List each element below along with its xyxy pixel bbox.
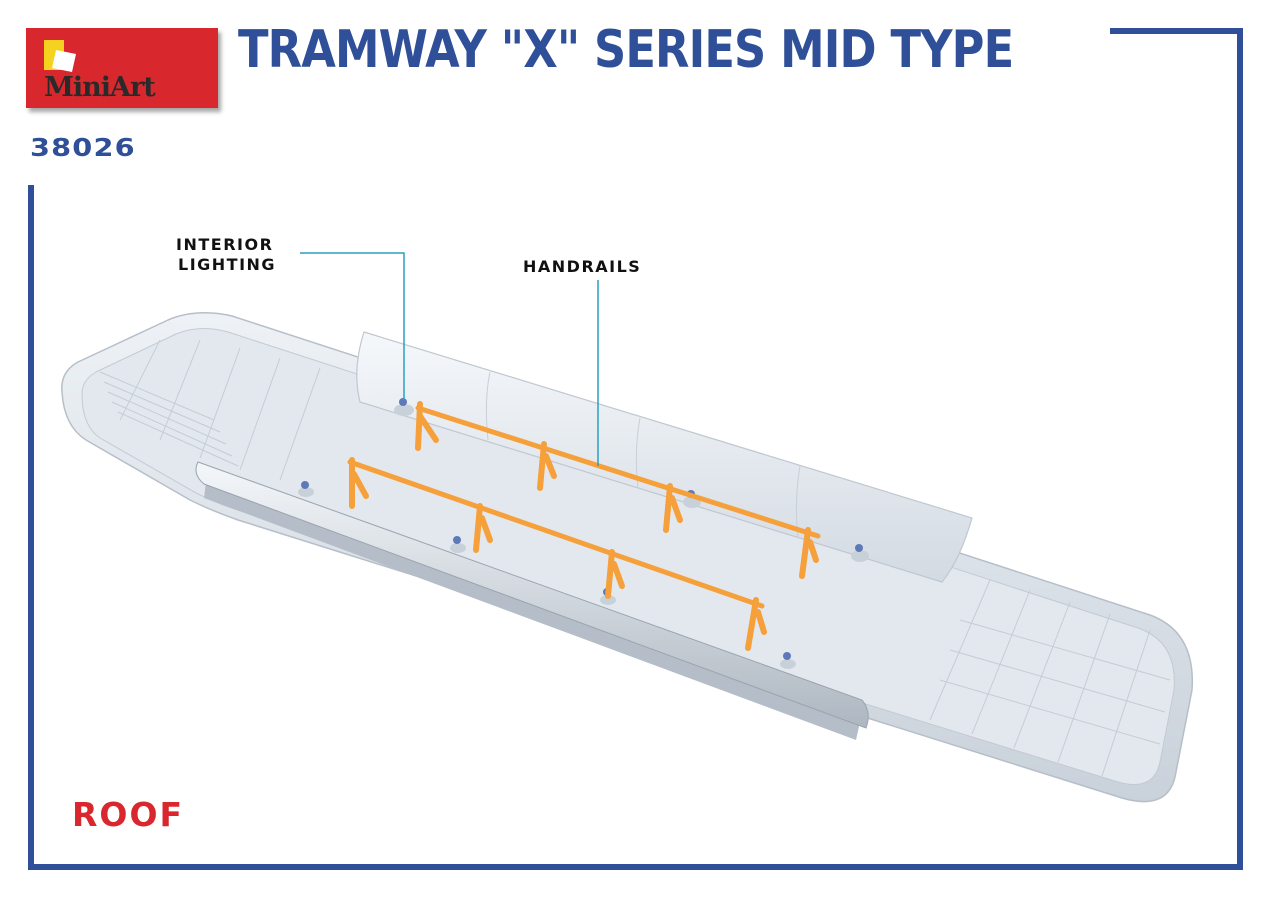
callout-interior-lighting-line-2: LIGHTING: [178, 255, 277, 274]
frame-left-line: [28, 185, 34, 870]
frame-right-line: [1237, 28, 1243, 870]
roof-floor: [81, 328, 1175, 785]
handrail-front: [347, 457, 767, 651]
light-7: [780, 652, 796, 669]
roof-hood: [356, 331, 973, 583]
roof-side-band: [204, 482, 860, 740]
light-6: [851, 544, 869, 562]
miniart-logo: MiniArt: [26, 28, 218, 108]
rib-grid-left: [99, 339, 321, 481]
callout-interior-lighting-line-1: INTERIOR: [176, 235, 274, 254]
callout-interior-lighting: INTERIOR LIGHTING: [176, 235, 276, 275]
page-title: TRAMWAY "X" SERIES MID TYPE: [238, 20, 1014, 80]
leader-interior-lighting: [300, 252, 405, 400]
product-code: 38026: [30, 133, 136, 162]
interior-lights: [298, 398, 869, 669]
roof-long-rail: [195, 461, 869, 729]
frame-top-line: [1110, 28, 1243, 34]
light-2: [298, 481, 314, 497]
handrail-back: [415, 401, 821, 579]
callout-handrails: HANDRAILS: [523, 257, 642, 276]
frame-bottom-line: [28, 864, 1243, 870]
light-1: [394, 398, 414, 416]
light-3: [450, 536, 466, 553]
rib-grid-right: [929, 579, 1171, 777]
logo-text: MiniArt: [44, 72, 156, 103]
logo-mark-icon: [44, 40, 76, 72]
part-label-roof: ROOF: [72, 795, 185, 834]
